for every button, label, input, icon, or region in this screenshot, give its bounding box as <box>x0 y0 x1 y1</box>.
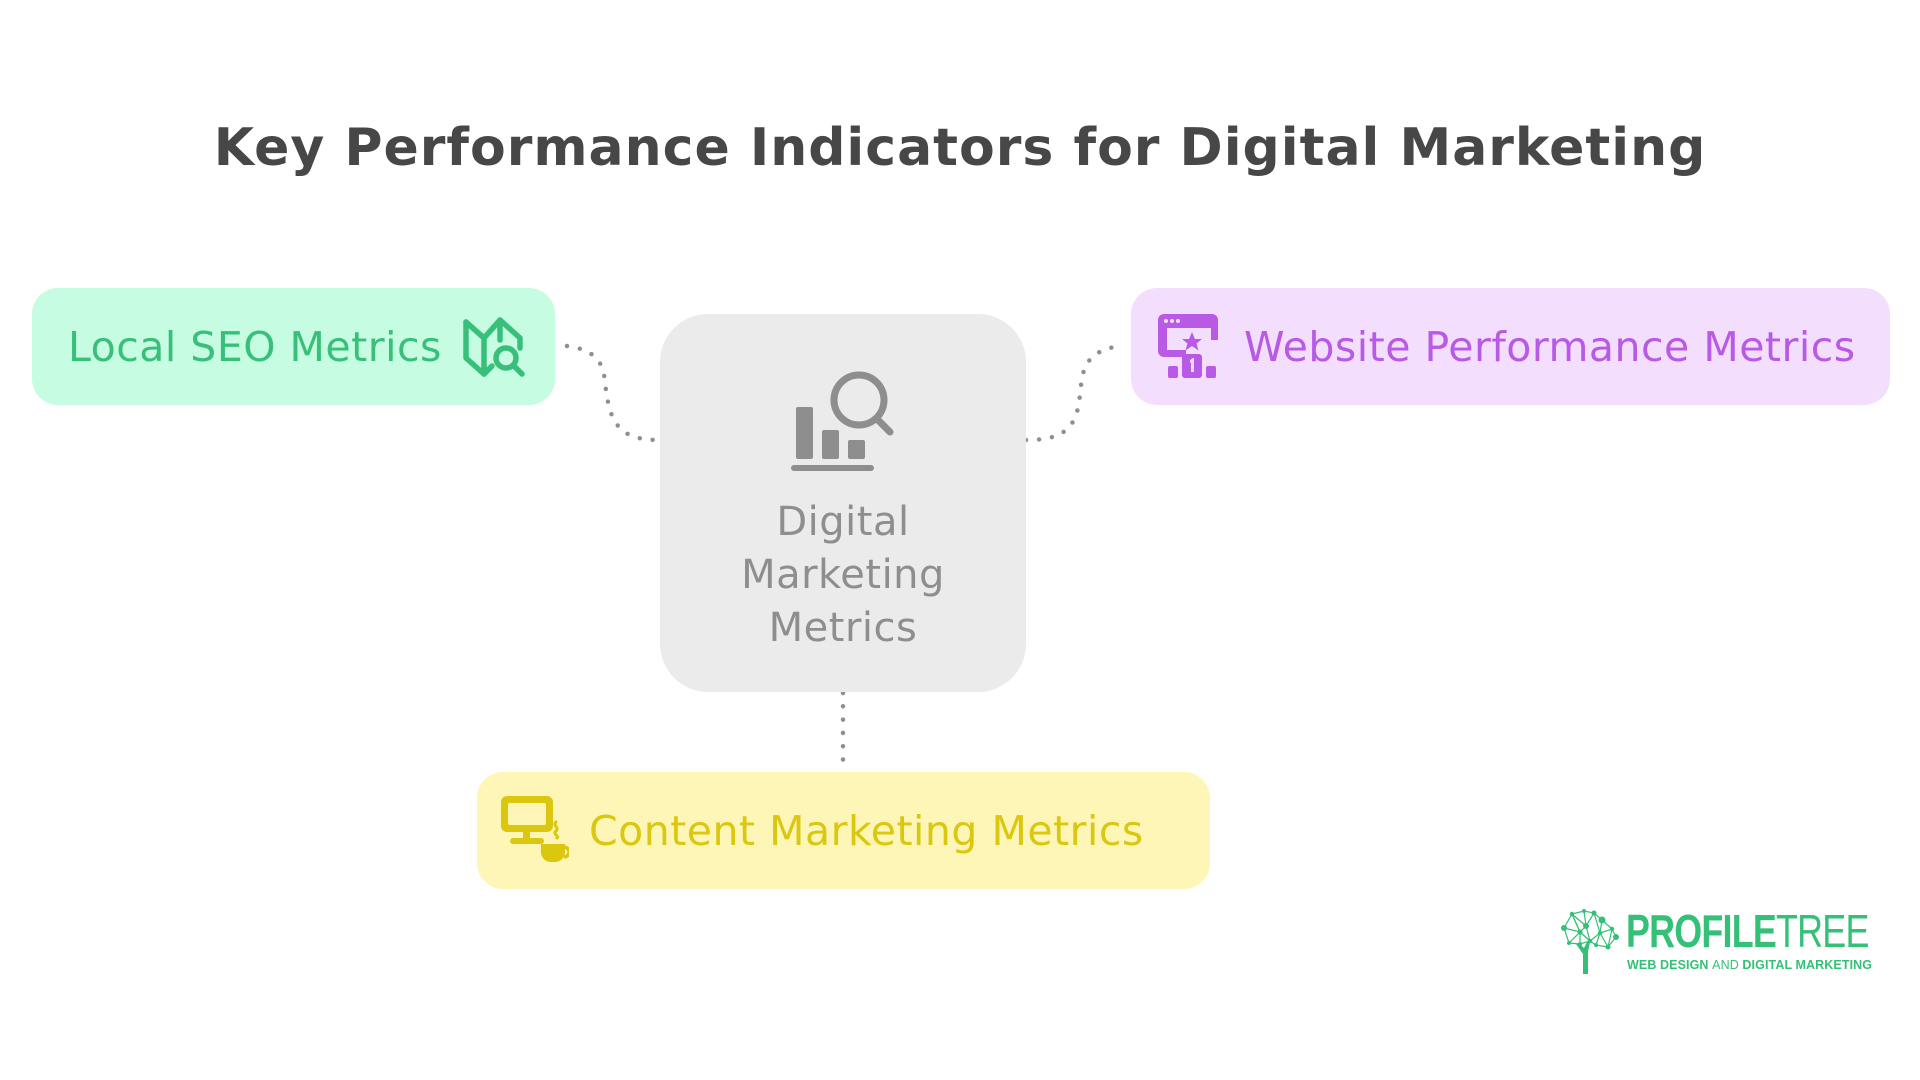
logo-tagline: WEB DESIGN AND DIGITAL MARKETING <box>1627 959 1872 972</box>
node-label: Content Marketing Metrics <box>589 806 1144 855</box>
node-content-marketing-metrics: Content Marketing Metrics <box>477 772 1210 889</box>
node-digital-marketing-metrics: Digital Marketing Metrics <box>660 314 1026 692</box>
connector-center-to-website <box>1023 343 1123 443</box>
node-local-seo-metrics: Local SEO Metrics <box>32 288 555 405</box>
logo-name-bold: PROFILE <box>1626 905 1777 957</box>
logo-tagline-part: AND <box>1712 958 1739 972</box>
connector-center-to-local-seo <box>564 343 663 443</box>
website-ranking-icon <box>1158 312 1222 382</box>
center-label-line: Metrics <box>768 605 918 651</box>
map-search-icon <box>462 312 528 382</box>
logo-name-light: TREE <box>1776 905 1869 957</box>
profiletree-logo: PROFILETREE WEB DESIGN AND DIGITAL MARKE… <box>1560 908 1872 974</box>
node-website-performance-metrics: Website Performance Metrics <box>1131 288 1890 405</box>
center-label-line: Digital <box>776 499 910 545</box>
diagram-title: Key Performance Indicators for Digital M… <box>213 118 1707 178</box>
node-label: Website Performance Metrics <box>1244 322 1856 371</box>
logo-tagline-part: WEB DESIGN <box>1627 958 1713 972</box>
center-label: Digital Marketing Metrics <box>741 496 945 655</box>
logo-wordmark: PROFILETREE <box>1626 908 1869 954</box>
center-label-line: Marketing <box>741 552 945 598</box>
logo-tagline-part: DIGITAL MARKETING <box>1738 958 1873 972</box>
tree-network-icon <box>1561 909 1619 974</box>
bar-chart-search-icon <box>791 366 899 476</box>
node-label: Local SEO Metrics <box>68 322 442 371</box>
computer-coffee-icon <box>501 795 571 866</box>
